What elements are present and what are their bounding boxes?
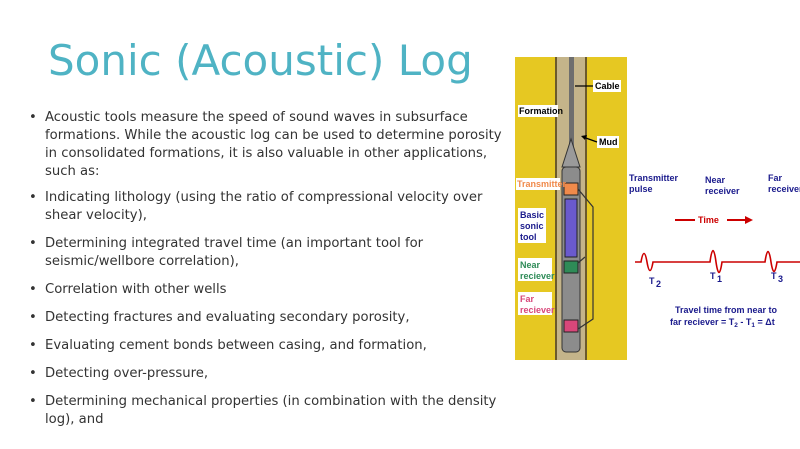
svg-text:tool: tool <box>520 232 537 242</box>
svg-text:Far: Far <box>520 294 535 304</box>
cable-label: Cable <box>575 80 621 92</box>
bullet-item: Determining integrated travel time (an i… <box>27 235 512 271</box>
bullet-item: Evaluating cement bonds between casing, … <box>27 337 512 355</box>
svg-text:receiver: receiver <box>768 184 800 194</box>
far-receiver-element <box>563 319 579 333</box>
bullet-item: Correlation with other wells <box>27 281 512 299</box>
svg-text:receiver: receiver <box>705 186 740 196</box>
svg-text:reciever: reciever <box>520 305 555 315</box>
svg-text:Near: Near <box>520 260 541 270</box>
t3-label: T 3 <box>771 271 783 284</box>
svg-text:Transmitter: Transmitter <box>517 179 567 189</box>
svg-text:1: 1 <box>717 274 722 284</box>
near-receiver-header: Near receiver <box>705 175 740 196</box>
basic-tool-label: Basic sonic tool <box>518 208 546 243</box>
slide-title: Sonic (Acoustic) Log <box>48 36 473 85</box>
near-receiver-element <box>563 260 579 274</box>
svg-text:T: T <box>710 271 716 281</box>
svg-text:T: T <box>649 276 655 286</box>
cable <box>569 57 574 152</box>
bullet-item: Indicating lithology (using the ratio of… <box>27 189 512 225</box>
svg-text:Transmitter: Transmitter <box>629 173 679 183</box>
sonic-tool-figure: Cable Formation Mud Transmitter Basic so… <box>515 57 800 363</box>
bullet-item: Detecting fractures and evaluating secon… <box>27 309 512 327</box>
bullet-item: Determining mechanical properties (in co… <box>27 393 512 429</box>
t1-label: T 1 <box>710 271 722 284</box>
bullet-item: Detecting over-pressure, <box>27 365 512 383</box>
transmitter-pulse-label: Transmitter pulse <box>629 173 679 194</box>
transmitter-element <box>563 182 579 196</box>
sonic-tool-diagram: Cable Formation Mud Transmitter Basic so… <box>515 57 800 360</box>
basic-sonic-element <box>564 198 578 258</box>
svg-text:T: T <box>771 271 777 281</box>
travel-time-caption: Travel time from near to far reciever = … <box>670 305 778 329</box>
svg-text:Basic: Basic <box>520 210 544 220</box>
svg-text:Near: Near <box>705 175 726 185</box>
svg-text:3: 3 <box>778 274 783 284</box>
svg-text:reciever: reciever <box>520 271 555 281</box>
bullet-item: Acoustic tools measure the speed of soun… <box>27 109 512 181</box>
svg-text:Far: Far <box>768 173 783 183</box>
waveform-line <box>635 249 800 274</box>
svg-text:2: 2 <box>656 279 661 289</box>
travel-path <box>577 188 594 330</box>
svg-text:Formation: Formation <box>519 106 563 116</box>
svg-text:Travel time from near to: Travel time from near to <box>675 305 778 315</box>
formation-label: Formation <box>518 105 563 117</box>
transmitter-label: Transmitter <box>516 178 567 190</box>
svg-text:Mud: Mud <box>599 137 618 147</box>
svg-text:far reciever = T2 - T1 = Δt: far reciever = T2 - T1 = Δt <box>670 317 775 329</box>
mud-label: Mud <box>581 135 619 148</box>
far-receiver-label: Far reciever <box>518 292 555 315</box>
bullet-list: Acoustic tools measure the speed of soun… <box>27 109 512 439</box>
svg-text:Time: Time <box>698 215 719 225</box>
svg-text:pulse: pulse <box>629 184 653 194</box>
far-receiver-header: Far receiver <box>768 173 800 194</box>
time-arrow: Time <box>675 215 753 225</box>
t2-label: T 2 <box>649 276 661 289</box>
svg-text:sonic: sonic <box>520 221 544 231</box>
svg-text:Cable: Cable <box>595 81 620 91</box>
near-receiver-label: Near reciever <box>518 258 555 281</box>
